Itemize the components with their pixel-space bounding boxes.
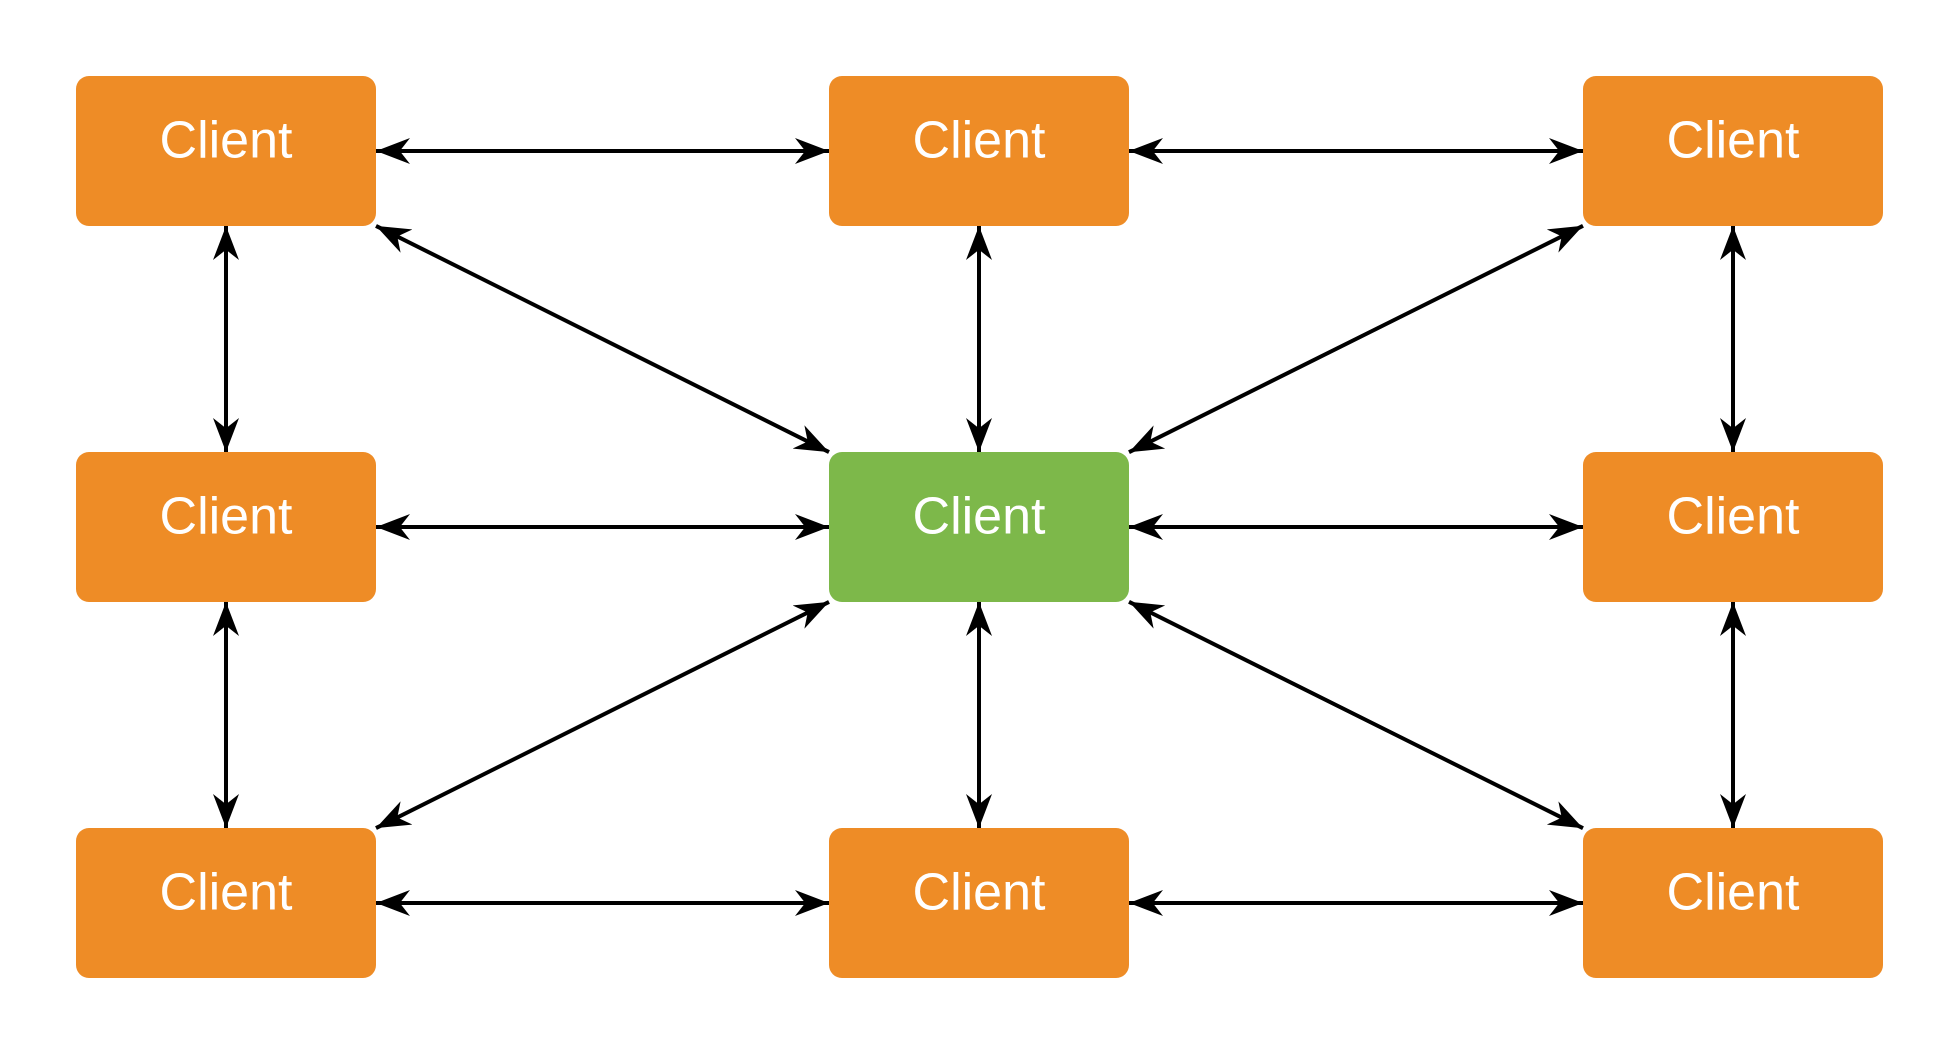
node-middle-right: Client	[1583, 452, 1883, 602]
node-label-bottom-center: Client	[913, 864, 1046, 922]
node-middle-center: Client	[829, 452, 1129, 602]
node-box-bottom-left	[76, 828, 376, 978]
node-top-center: Client	[829, 76, 1129, 226]
node-label-middle-center: Client	[913, 488, 1046, 546]
node-box-top-right	[1583, 76, 1883, 226]
node-label-bottom-right: Client	[1667, 864, 1800, 922]
node-box-top-center	[829, 76, 1129, 226]
node-label-middle-right: Client	[1667, 488, 1800, 546]
node-box-middle-right	[1583, 452, 1883, 602]
edge-bottom-left-to-middle-center	[375, 600, 830, 830]
node-box-bottom-center	[829, 828, 1129, 978]
node-bottom-right: Client	[1583, 828, 1883, 978]
node-box-top-left	[76, 76, 376, 226]
edge-top-right-to-middle-center	[1128, 224, 1584, 454]
node-top-left: Client	[76, 76, 376, 226]
node-box-bottom-right	[1583, 828, 1883, 978]
node-bottom-center: Client	[829, 828, 1129, 978]
node-label-middle-left: Client	[160, 488, 293, 546]
node-label-top-center: Client	[913, 112, 1046, 170]
node-box-middle-left	[76, 452, 376, 602]
node-bottom-left: Client	[76, 828, 376, 978]
node-box-middle-center	[829, 452, 1129, 602]
node-label-bottom-left: Client	[160, 864, 293, 922]
edge-top-left-to-middle-center	[375, 224, 830, 454]
node-label-top-left: Client	[160, 112, 293, 170]
node-middle-left: Client	[76, 452, 376, 602]
node-label-top-right: Client	[1667, 112, 1800, 170]
edges	[213, 138, 1746, 916]
node-top-right: Client	[1583, 76, 1883, 226]
edge-bottom-right-to-middle-center	[1128, 600, 1584, 830]
